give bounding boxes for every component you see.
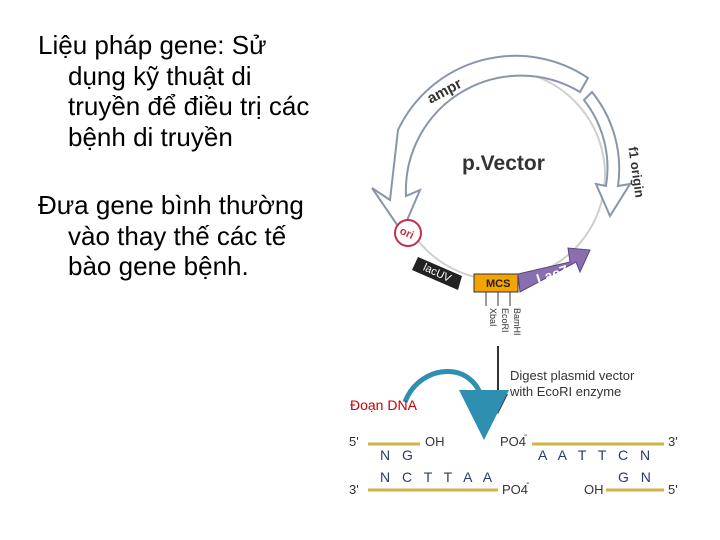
bullet-gene-therapy: Liệu pháp gene: Sử dụng kỹ thuật di truy… (38, 30, 310, 152)
digest-text-2: with EcoRI enzyme (509, 384, 621, 399)
vector-top-po4-minus: - (524, 430, 527, 441)
insert-bottom-bases: N C T T A A (380, 469, 496, 485)
ori-label: ori (398, 225, 416, 242)
insert-label: Đoạn DNA (350, 397, 418, 413)
insert-arrow (402, 369, 509, 440)
site-bamhi: BamHI (512, 308, 522, 336)
vector-top-po4: PO4 (500, 434, 526, 449)
site-ecori: EcoRI (500, 308, 510, 333)
lacuv-label: lacUV (421, 262, 453, 286)
digest-text-1: Digest plasmid vector (510, 368, 635, 383)
f1-origin-arrow (582, 90, 633, 219)
vector-name: p.Vector (462, 152, 545, 175)
ampr-arrow (371, 54, 590, 235)
lacz-arrow (517, 247, 591, 293)
f1-origin-label: f1 origin (625, 146, 647, 199)
lacz-label: LacZ (534, 261, 570, 286)
insert-top-5prime: 5' (349, 434, 359, 449)
vector-top-bases: A A T T C N (538, 447, 654, 463)
vector-bottom-oh: OH (584, 482, 604, 497)
mcs-label: MCS (486, 278, 510, 290)
site-xbai: XbaI (488, 308, 498, 327)
insert-top-oh: OH (425, 434, 445, 449)
ori-marker (394, 219, 422, 247)
insert-bottom-3prime: 3' (349, 482, 359, 497)
lacuv-segment (412, 257, 462, 290)
insert-top-bases: N G (380, 447, 417, 463)
bullet-list: Liệu pháp gene: Sử dụng kỹ thuật di truy… (30, 30, 330, 282)
vector-top-3prime: 3' (668, 434, 678, 449)
bullet-gene-replacement: Đưa gene bình thường vào thay thế các tế… (38, 190, 304, 281)
insert-bottom-po4: PO4 (502, 482, 528, 497)
vector-bottom-5prime: 5' (668, 482, 678, 497)
insert-bottom-po4-minus: - (526, 478, 529, 489)
mcs-block (473, 273, 519, 293)
vector-bottom-bases: G N (618, 469, 655, 485)
